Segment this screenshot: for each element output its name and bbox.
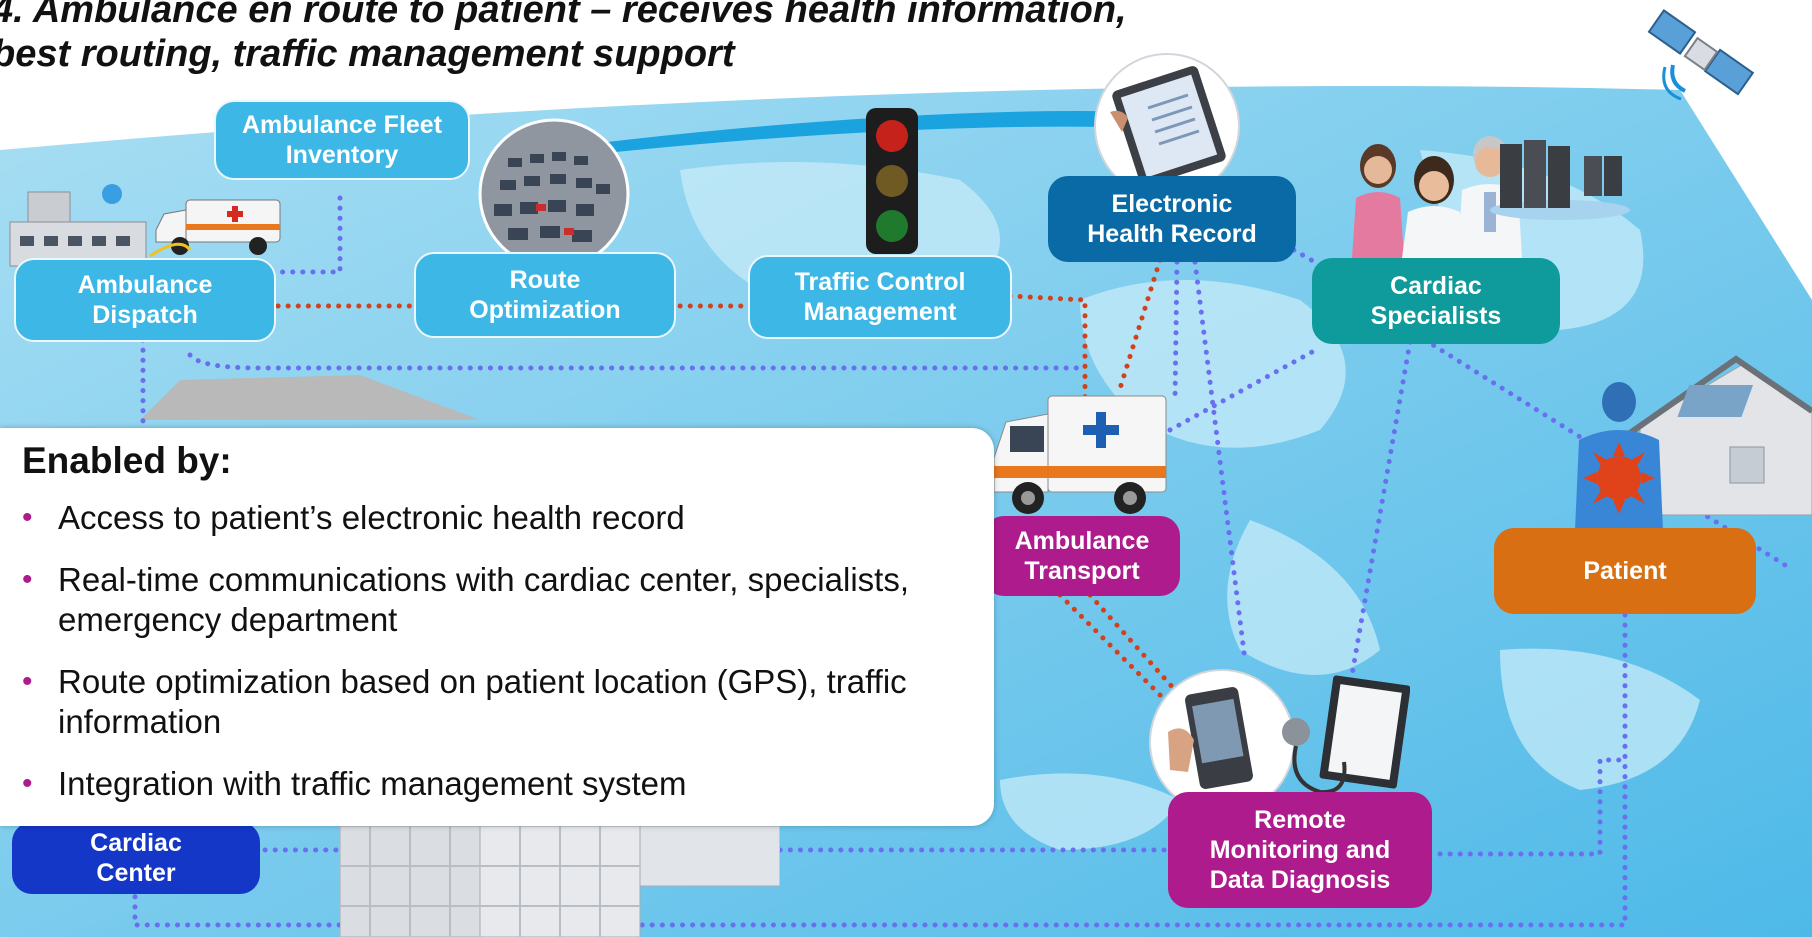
enabler-item: • Access to patient’s electronic health r… — [22, 498, 962, 538]
node-ambulance-transport: Ambulance Transport — [984, 516, 1180, 596]
node-remote-monitoring-data-diagnosis: Remote Monitoring and Data Diagnosis — [1168, 792, 1432, 908]
node-ambulance-dispatch: Ambulance Dispatch — [14, 258, 276, 342]
ambulance-icon — [993, 395, 1167, 514]
enabled-by-panel: Enabled by: • Access to patient’s electro… — [0, 428, 994, 826]
bullet-icon: • — [22, 767, 33, 800]
page-title: 4. Ambulance en route to patient – recei… — [0, 0, 1127, 75]
enabler-item: • Integration with traffic management sys… — [22, 764, 962, 804]
ambulance-icon — [150, 199, 281, 258]
node-electronic-health-record: Electronic Health Record — [1048, 176, 1296, 262]
node-cardiac-specialists: Cardiac Specialists — [1312, 258, 1560, 344]
house-icon — [1628, 355, 1812, 516]
traffic-jam-photo — [478, 118, 630, 270]
enabler-item: • Real-time communications with cardiac c… — [22, 560, 962, 640]
enabler-text: Route optimization based on patient loca… — [58, 663, 907, 740]
node-route-optimization: Route Optimization — [414, 252, 676, 338]
server-rack-icon — [1490, 140, 1630, 220]
building-icon — [9, 184, 147, 267]
enabler-text: Access to patient’s electronic health re… — [58, 499, 685, 536]
node-ambulance-fleet-inventory: Ambulance Fleet Inventory — [214, 100, 470, 180]
enabler-list: • Access to patient’s electronic health r… — [22, 498, 962, 826]
node-traffic-control-management: Traffic Control Management — [748, 255, 1012, 339]
bullet-icon: • — [22, 501, 33, 534]
bullet-icon: • — [22, 563, 33, 596]
tablet-icon — [1094, 53, 1240, 199]
satellite-icon — [1647, 9, 1755, 101]
node-cardiac-center: Cardiac Center — [12, 822, 260, 894]
node-patient: Patient — [1494, 528, 1756, 614]
enabler-item: • Route optimization based on patient loc… — [22, 662, 962, 742]
office-buildings-icon — [340, 826, 780, 937]
patient-figure-icon — [1575, 382, 1663, 530]
enabler-text: Real-time communications with cardiac ce… — [58, 561, 909, 638]
doctors-photo — [1352, 136, 1522, 258]
medical-devices-photo — [1149, 669, 1410, 812]
traffic-light-icon — [866, 108, 918, 254]
bullet-icon: • — [22, 665, 33, 698]
enabler-text: Integration with traffic management syst… — [58, 765, 687, 802]
panel-heading: Enabled by: — [22, 440, 232, 481]
